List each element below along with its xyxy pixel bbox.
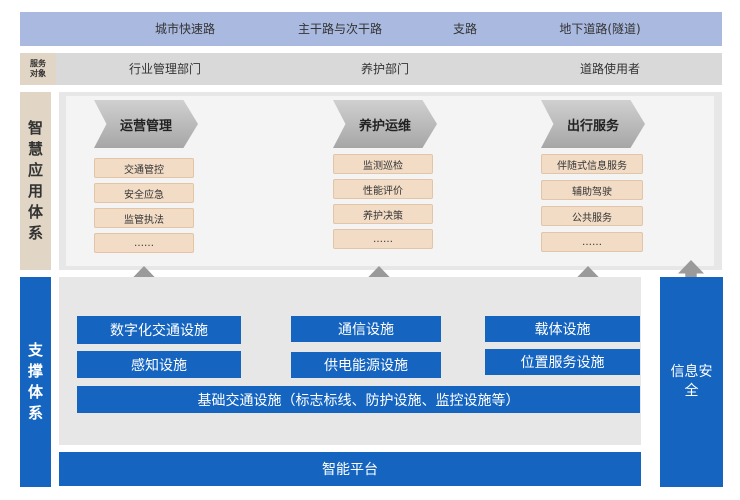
chevron-travel-service: 出行服务 — [541, 100, 645, 148]
smart-label-char: 用 — [27, 182, 43, 200]
information-security: 信息安全 — [660, 277, 723, 487]
road-type-bar: 城市快速路 主干路与次干路 支路 地下道路(隧道) — [20, 12, 722, 46]
support-label-char: 支 — [27, 341, 43, 359]
item-safety-emergency: 安全应急 — [94, 183, 194, 203]
smart-label-char: 智 — [27, 119, 43, 137]
smart-label-char: 慧 — [27, 140, 43, 158]
support-label-char: 体 — [27, 383, 43, 401]
support-label-char: 系 — [27, 404, 43, 422]
service-row — [20, 53, 722, 85]
smart-app-label: 智 慧 应 用 体 系 — [20, 92, 51, 270]
item-companion-info: 伴随式信息服务 — [541, 154, 643, 174]
item-performance-eval: 性能评价 — [333, 179, 433, 199]
support-system-label: 支 撑 体 系 — [20, 277, 51, 487]
item-assisted-driving: 辅助驾驶 — [541, 180, 643, 200]
box-location-service-facilities: 位置服务设施 — [485, 349, 640, 375]
item-monitoring-inspection: 监测巡检 — [333, 154, 433, 174]
smart-platform: 智能平台 — [59, 452, 641, 486]
item-public-service: 公共服务 — [541, 206, 643, 226]
service-item-management: 行业管理部门 — [128, 62, 201, 76]
item-supervision: 监管执法 — [94, 208, 194, 228]
box-basic-traffic-facilities: 基础交通设施（标志标线、防护设施、监控设施等） — [77, 386, 640, 413]
chevron-operation-management: 运营管理 — [94, 100, 198, 148]
support-label-char: 撑 — [27, 362, 43, 380]
smart-label-char: 体 — [27, 203, 43, 221]
box-power-energy-facilities: 供电能源设施 — [291, 352, 441, 378]
service-label-line2: 对象 — [30, 69, 46, 78]
smart-label-char: 系 — [27, 224, 43, 242]
item-traffic-control: 交通管控 — [94, 158, 194, 178]
road-branch: 支路 — [452, 22, 477, 36]
service-item-maintenance: 养护部门 — [360, 62, 409, 76]
service-item-road-users: 道路使用者 — [579, 62, 640, 76]
box-carrier-facilities: 载体设施 — [485, 316, 640, 342]
box-digital-traffic-facilities: 数字化交通设施 — [77, 316, 241, 344]
item-more-1: …… — [94, 233, 194, 253]
road-expressway: 城市快速路 — [154, 22, 215, 36]
smart-label-char: 应 — [27, 161, 43, 179]
item-more-3: …… — [541, 232, 643, 252]
road-arterial: 主干路与次干路 — [297, 22, 382, 36]
service-label: 服务对象 — [20, 53, 56, 85]
chevron-maintenance-ops: 养护运维 — [333, 100, 437, 148]
item-maintenance-decision: 养护决策 — [333, 204, 433, 224]
box-sensing-facilities: 感知设施 — [77, 351, 241, 378]
road-underground: 地下道路(隧道) — [559, 22, 641, 36]
service-label-line1: 服务 — [30, 59, 46, 68]
box-communication-facilities: 通信设施 — [291, 316, 441, 342]
item-more-2: …… — [333, 229, 433, 249]
